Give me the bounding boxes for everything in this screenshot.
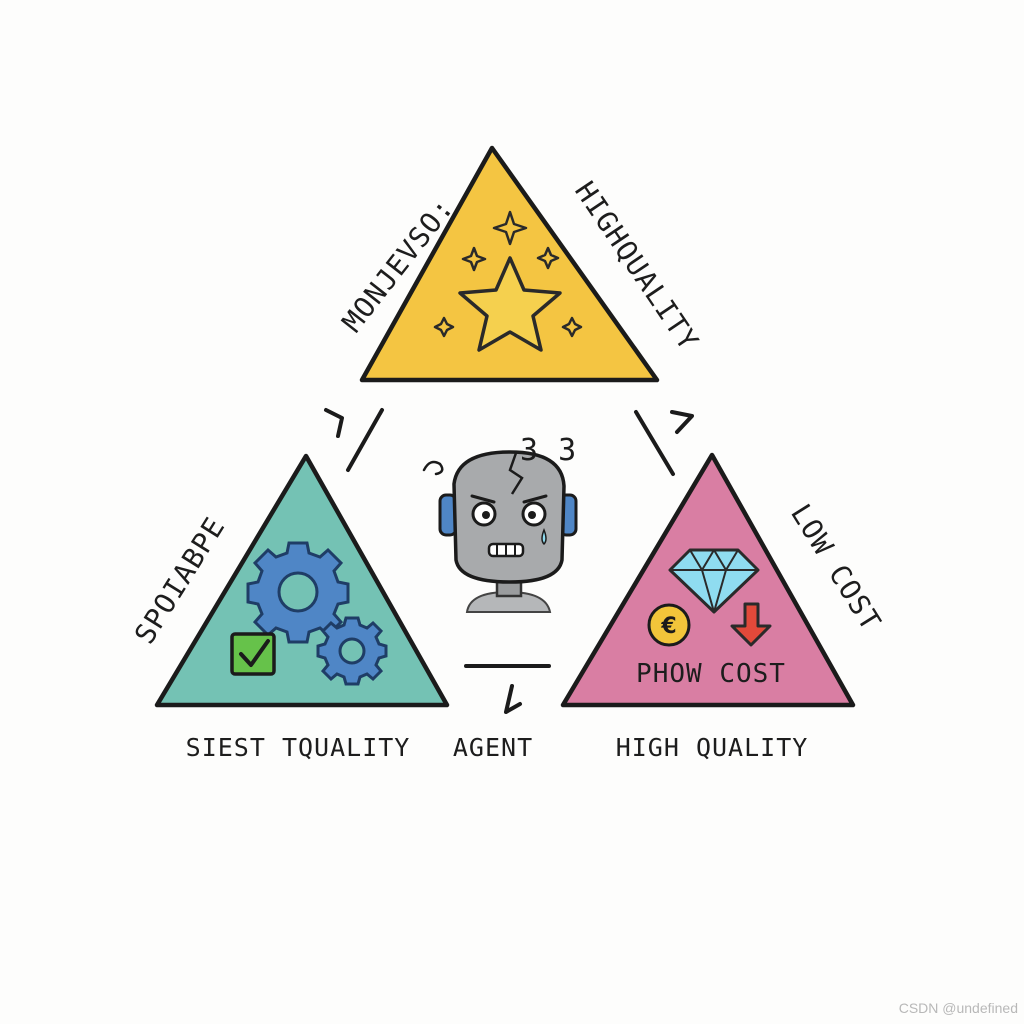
top-triangle-group — [359, 145, 660, 383]
squiggle-icon — [422, 460, 444, 476]
arrow-icon — [324, 408, 344, 438]
left-connector — [346, 408, 384, 472]
down-arrow-icon — [730, 602, 772, 647]
gear-icon — [246, 541, 350, 644]
arrow-marks — [324, 408, 694, 714]
coin-symbol: € — [660, 614, 676, 639]
diamond-icon — [668, 548, 760, 614]
gear-icon — [316, 616, 388, 686]
arrow-icon — [504, 684, 522, 714]
right-connector — [634, 410, 675, 476]
right-triangle-group: € PHOW COST — [560, 452, 856, 708]
confusion-marks: 3 3 — [520, 433, 577, 468]
right-inner-label: PHOW COST — [636, 659, 786, 689]
checkbox-icon — [230, 632, 276, 676]
sparkle-icon — [433, 210, 583, 338]
connector-lines — [346, 408, 675, 668]
arrow-icon — [670, 410, 694, 434]
confused-robot-icon: 3 3 — [422, 433, 578, 613]
coin-icon: € — [647, 603, 691, 647]
left-triangle-group — [154, 453, 450, 708]
bottom-right-label: HIGH QUALITY — [616, 733, 809, 762]
watermark: CSDN @undefined — [898, 1000, 1018, 1016]
bottom-left-label: SIEST TQUALITY — [186, 733, 411, 762]
star-icon — [458, 256, 562, 352]
agent-label: AGENT — [453, 733, 533, 762]
